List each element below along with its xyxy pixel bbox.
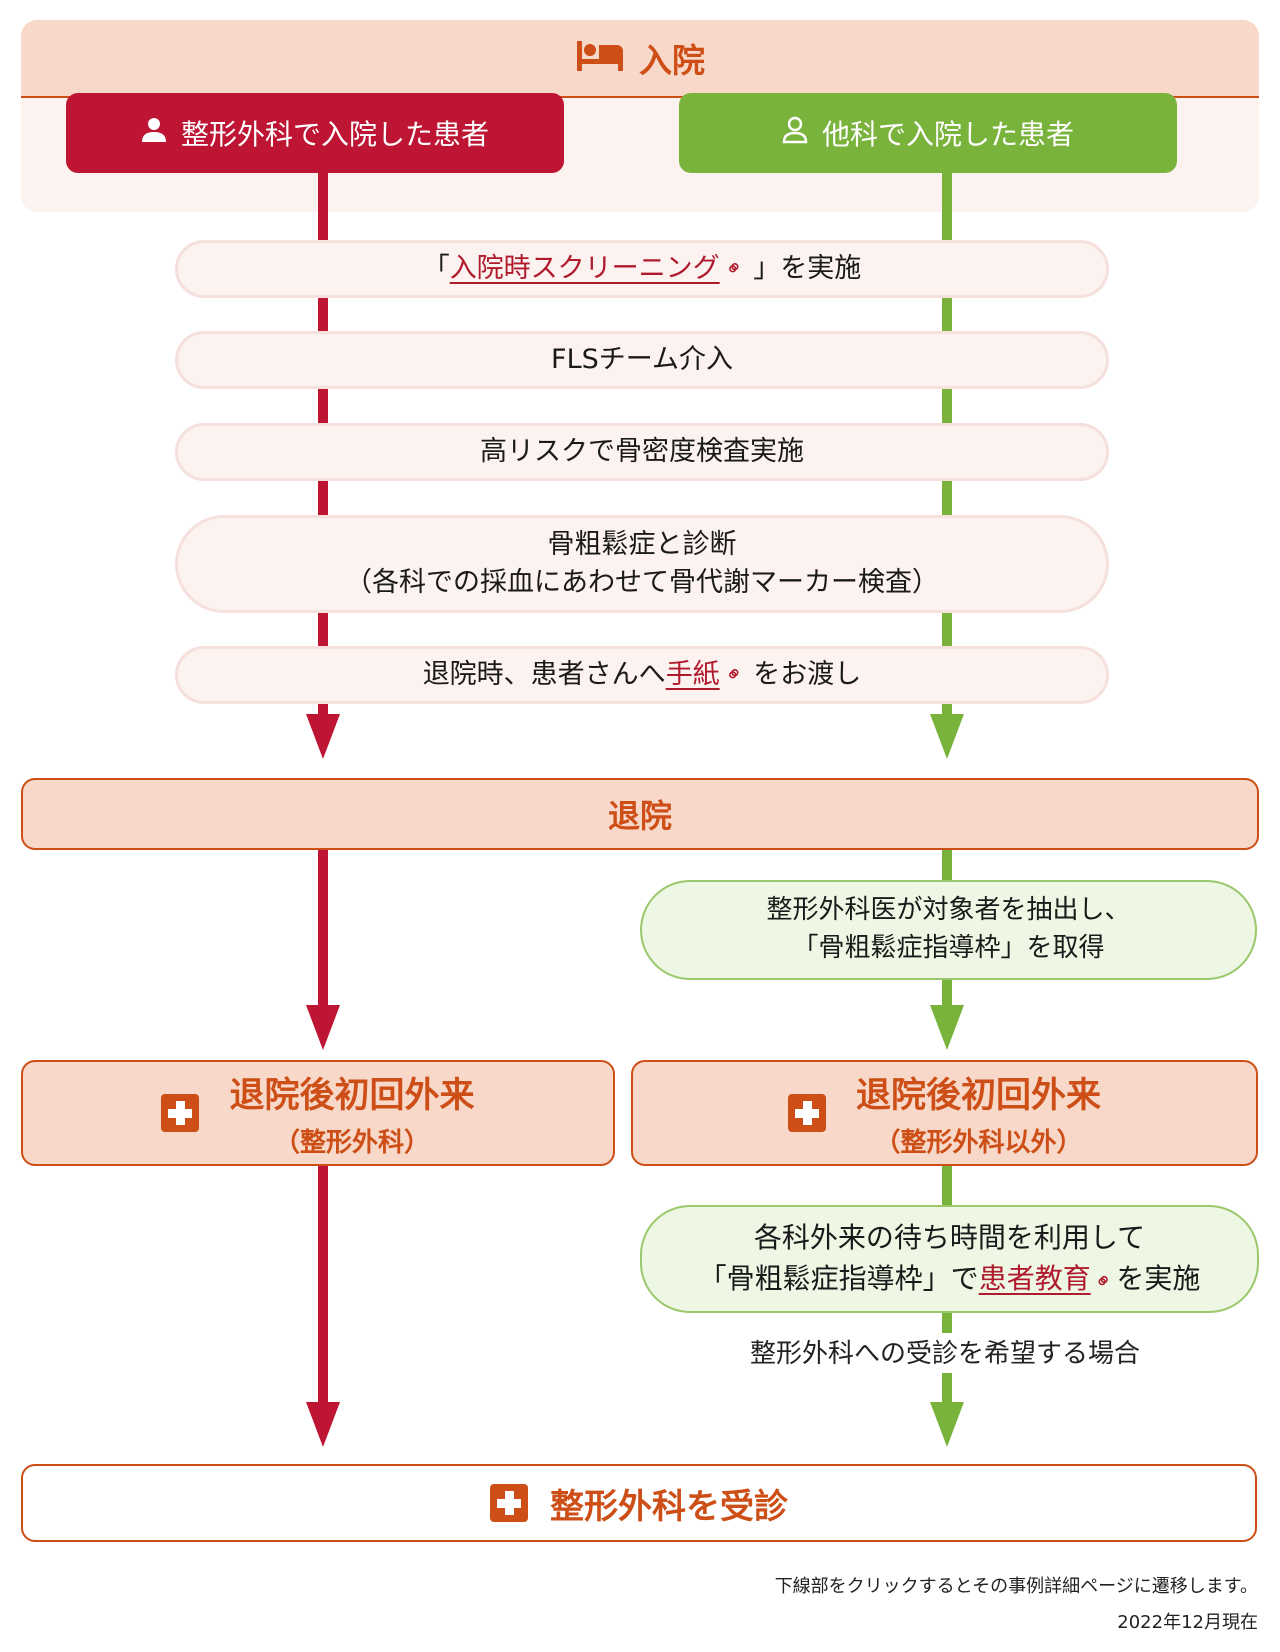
other-path-arrowhead <box>930 714 964 759</box>
admission-header: 入院 <box>21 20 1259 98</box>
education-line1: 各科外来の待ち時間を利用して <box>753 1221 1146 1255</box>
final-title: 整形外科を受診 <box>550 1486 788 1527</box>
discharge-box: 退院 <box>21 778 1259 850</box>
underline-hint-note: 下線部をクリックするとその事例詳細ページに遷移します。 <box>774 1576 1258 1597</box>
outpatient-other-box: 退院後初回外来 （整形外科以外） <box>631 1060 1258 1166</box>
other-path-arrowhead <box>930 1005 964 1050</box>
link-icon[interactable]: ⚭ <box>719 659 749 690</box>
outpatient-ortho-box: 退院後初回外来 （整形外科） <box>21 1060 615 1166</box>
ortho-path-arrowhead <box>306 714 340 759</box>
other-path-arrowhead <box>930 1402 964 1447</box>
ortho-path-arrowhead <box>306 1402 340 1447</box>
bracket-open: 「 <box>422 253 450 285</box>
discharge-title: 退院 <box>607 797 672 835</box>
other-admitted-patient-label: 他科で入院した患者 <box>821 118 1074 151</box>
step-fls: FLSチーム介入 <box>175 331 1109 389</box>
step-letter: 退院時、患者さんへ 手紙 ⚭ をお渡し <box>175 646 1109 704</box>
education-line2: 「骨粗鬆症指導枠」で患者教育⚭を実施 <box>699 1259 1201 1300</box>
ortho-path-line <box>318 1166 328 1406</box>
screening-link[interactable]: 入院時スクリーニング <box>449 253 720 285</box>
extract-line1: 整形外科医が対象者を抽出し、 <box>766 895 1131 926</box>
patient-education-link[interactable]: 患者教育 <box>978 1262 1091 1295</box>
education-suffix: を実施 <box>1116 1262 1201 1295</box>
person-filled-icon <box>141 117 167 150</box>
condition-label: 整形外科への受診を希望する場合 <box>700 1333 1190 1373</box>
outpatient-other-title: 退院後初回外来 <box>855 1076 1101 1116</box>
step-diagnosis: 骨粗鬆症と診断 （各科での採血にあわせて骨代謝マーカー検査） <box>175 515 1109 613</box>
fls-text: FLSチーム介入 <box>551 344 733 376</box>
diagnosis-line2: （各科での採血にあわせて骨代謝マーカー検査） <box>345 567 939 598</box>
extract-target-box: 整形外科医が対象者を抽出し、 「骨粗鬆症指導枠」を取得 <box>640 880 1257 980</box>
patient-education-box: 各科外来の待ち時間を利用して 「骨粗鬆症指導枠」で患者教育⚭を実施 <box>640 1205 1259 1313</box>
step-bone-density: 高リスクで骨密度検査実施 <box>175 423 1109 481</box>
step-screening: 「 入院時スクリーニング ⚭ 」を実施 <box>175 240 1109 298</box>
link-icon[interactable]: ⚭ <box>719 253 749 284</box>
bone-density-text: 高リスクで骨密度検査実施 <box>480 436 804 468</box>
other-admitted-patient-box: 他科で入院した患者 <box>679 93 1177 173</box>
extract-line2: 「骨粗鬆症指導枠」を取得 <box>792 933 1105 963</box>
medical-cross-icon <box>490 1484 528 1522</box>
letter-prefix: 退院時、患者さんへ <box>422 659 666 691</box>
outpatient-ortho-title: 退院後初回外来 <box>229 1076 475 1116</box>
ortho-path-arrowhead <box>306 1005 340 1050</box>
admission-title: 入院 <box>639 41 705 80</box>
medical-cross-icon <box>161 1094 200 1132</box>
outpatient-other-subtitle: （整形外科以外） <box>874 1128 1083 1158</box>
as-of-date-note: 2022年12月現在 <box>1117 1612 1258 1633</box>
bed-icon <box>575 39 625 77</box>
final-ortho-visit-box: 整形外科を受診 <box>21 1464 1257 1542</box>
medical-cross-icon <box>787 1094 826 1132</box>
letter-suffix: をお渡し <box>753 659 862 691</box>
diagnosis-line1: 骨粗鬆症と診断 <box>547 529 737 561</box>
ortho-admitted-patient-label: 整形外科で入院した患者 <box>180 118 489 151</box>
ortho-path-line <box>318 850 328 1010</box>
education-prefix: 「骨粗鬆症指導枠」で <box>698 1262 979 1295</box>
screening-suffix: 」を実施 <box>753 253 862 285</box>
letter-link[interactable]: 手紙 <box>665 659 720 691</box>
ortho-admitted-patient-box: 整形外科で入院した患者 <box>66 93 564 173</box>
outpatient-ortho-subtitle: （整形外科） <box>273 1128 430 1158</box>
person-outline-icon <box>782 116 808 151</box>
